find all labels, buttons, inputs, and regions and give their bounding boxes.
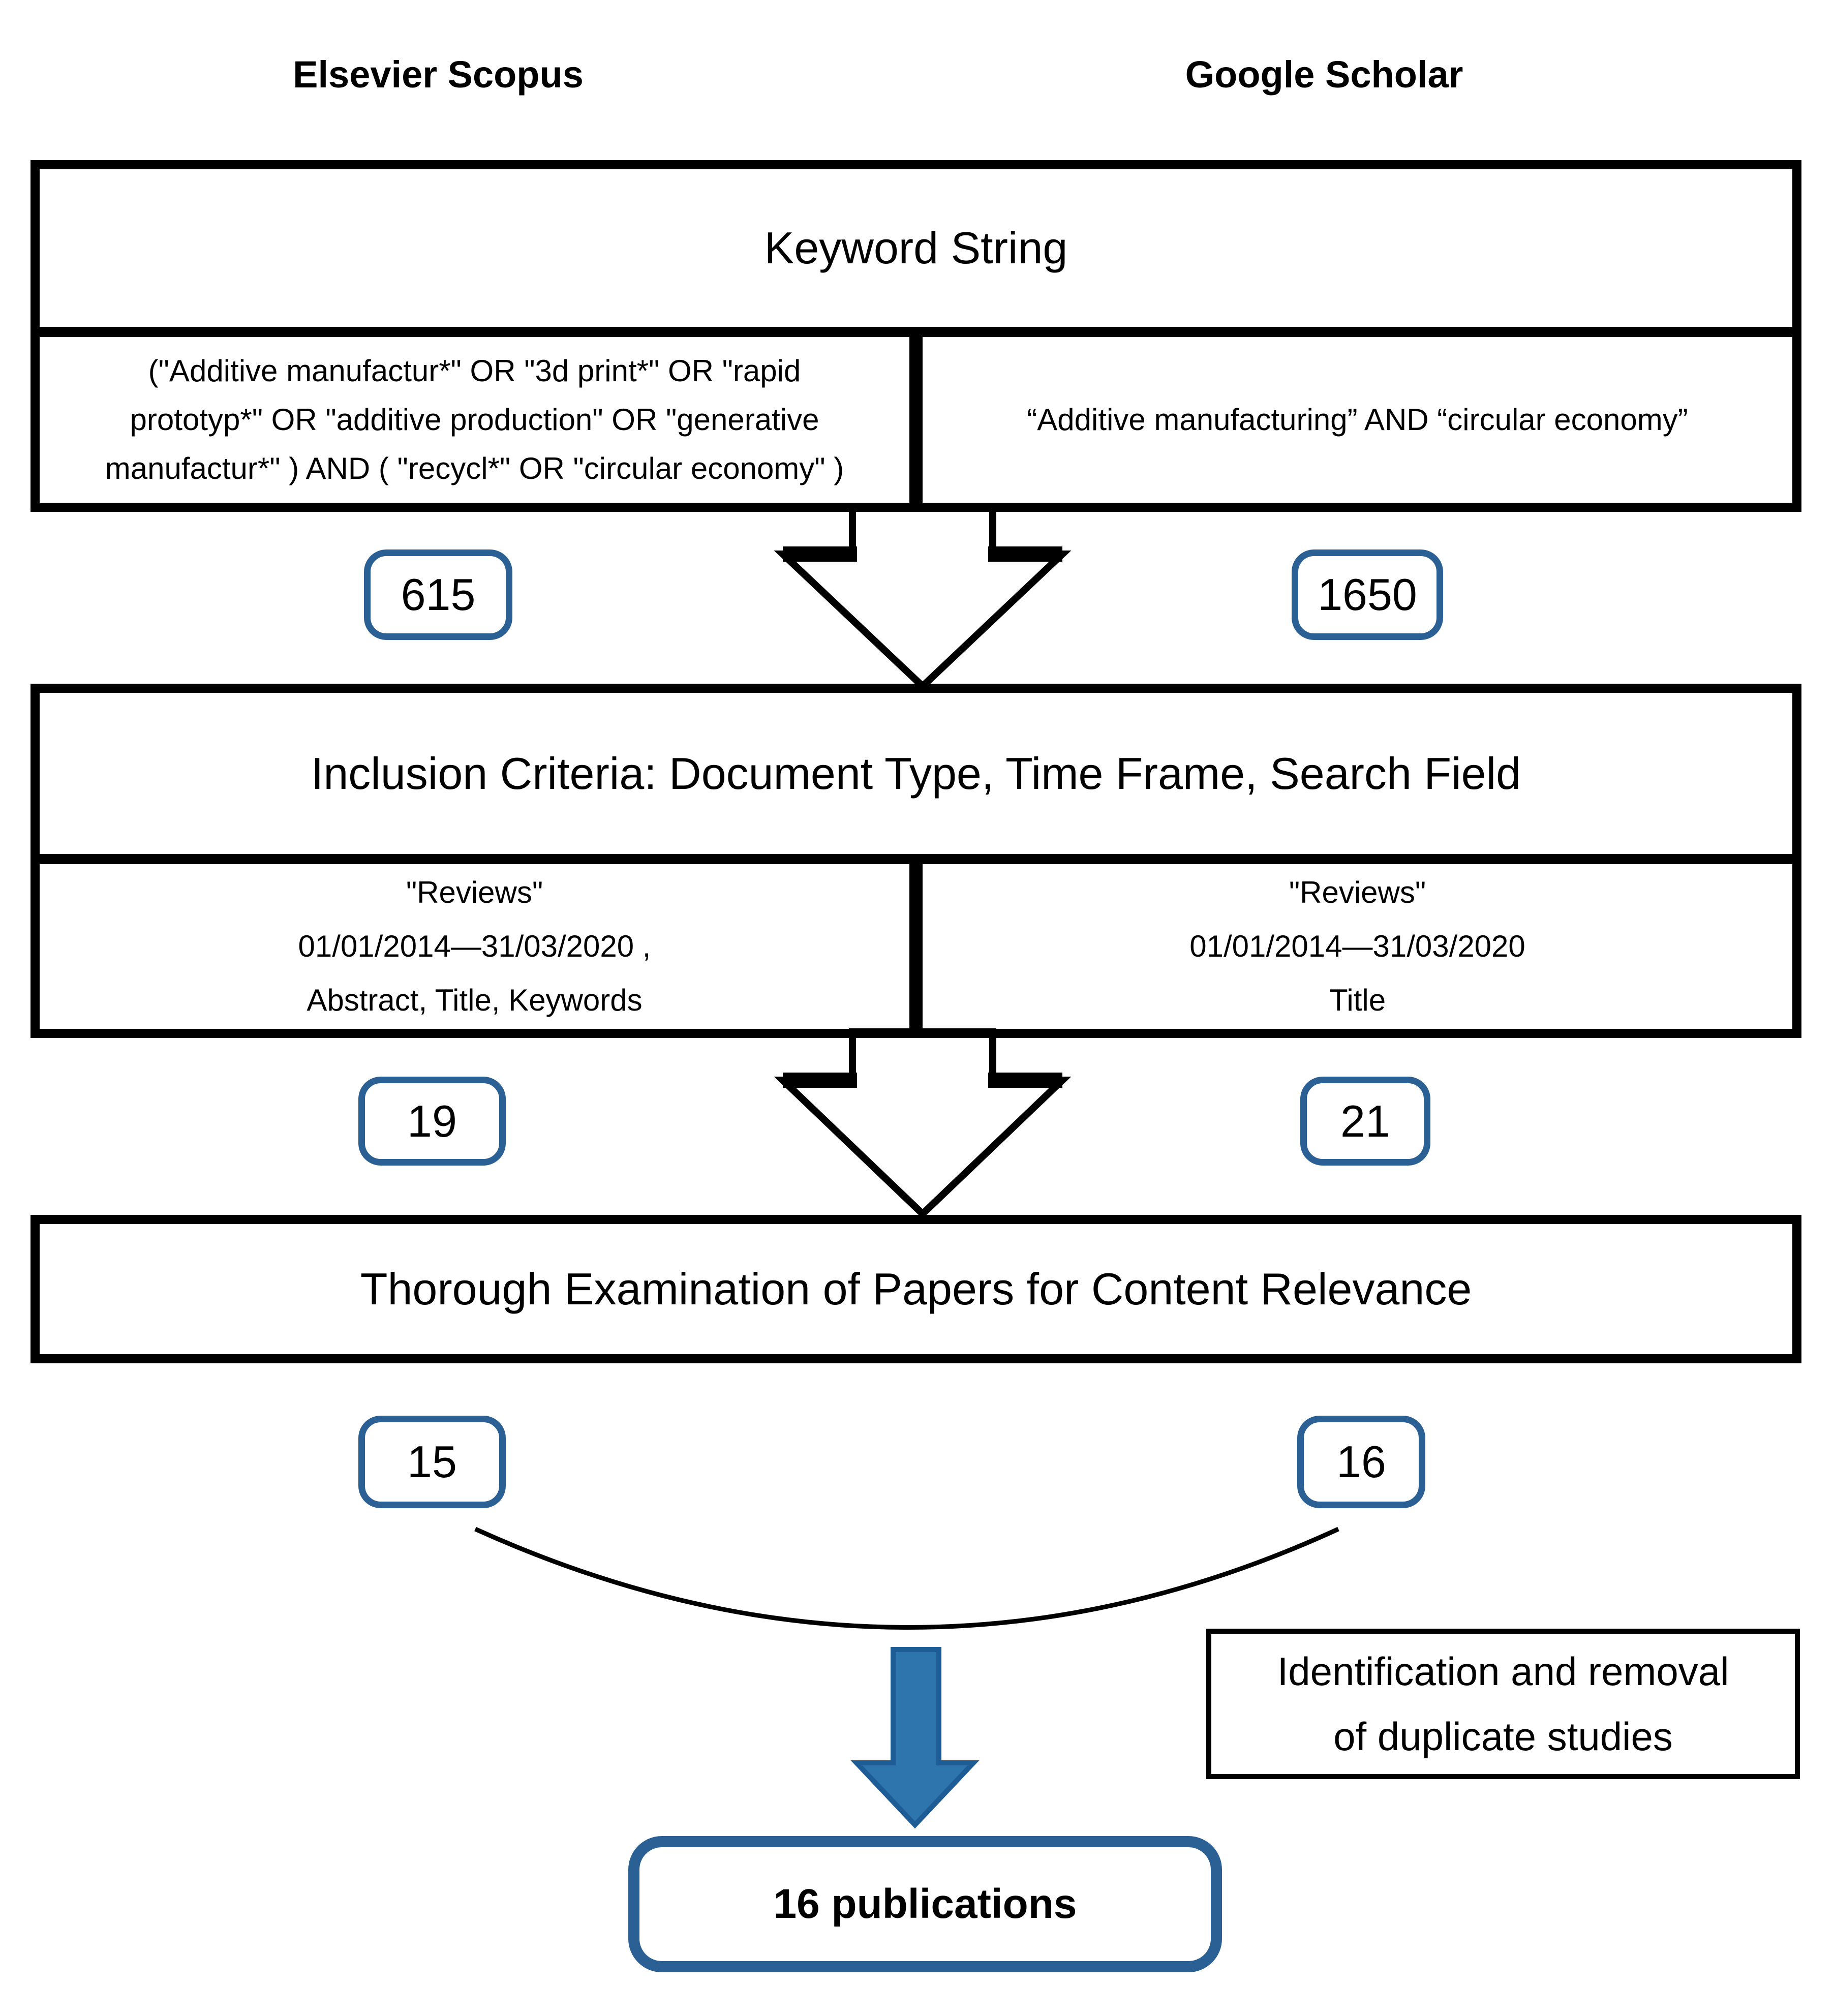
scopus-inclusion-count: 19 — [407, 1095, 457, 1146]
merge-arrow-icon — [850, 1647, 980, 1829]
scopus-keyword-count-badge: 615 — [364, 549, 512, 640]
scopus-query-line-1: ("Additive manufactur*" OR "3d print*" O… — [148, 354, 801, 388]
google-criteria-line-3: Title — [1329, 983, 1386, 1017]
google-examination-count-badge: 16 — [1297, 1416, 1425, 1508]
final-publications-label: 16 publications — [773, 1881, 1077, 1927]
google-keyword-count-badge: 1650 — [1292, 549, 1443, 640]
google-query-line: “Additive manufacturing” AND “circular e… — [1027, 403, 1688, 437]
deduplication-note-line-1: Identification and removal — [1277, 1649, 1729, 1694]
keyword-string-cells: ("Additive manufactur*" OR "3d print*" O… — [40, 337, 1792, 503]
examination-box: Thorough Examination of Papers for Conte… — [30, 1215, 1801, 1363]
column-header-scopus: Elsevier Scopus — [293, 53, 584, 96]
inclusion-criteria-box: Inclusion Criteria: Document Type, Time … — [30, 684, 1801, 1038]
deduplication-note-line-2: of duplicate studies — [1333, 1714, 1673, 1759]
down-arrow-1-icon — [774, 503, 1072, 691]
scopus-keyword-count: 615 — [401, 569, 476, 620]
scopus-examination-count: 15 — [407, 1437, 457, 1487]
keyword-string-box: Keyword String ("Additive manufactur*" O… — [30, 160, 1801, 512]
column-header-google: Google Scholar — [1185, 53, 1463, 96]
google-examination-count: 16 — [1336, 1437, 1386, 1487]
down-arrow-2-icon — [774, 1028, 1072, 1219]
keyword-string-title: Keyword String — [40, 169, 1792, 337]
scopus-query-line-3: manufactur*" ) AND ( "recycl*" OR "circu… — [105, 451, 844, 485]
scopus-criteria-line-1: "Reviews" — [406, 875, 543, 909]
scopus-inclusion-count-badge: 19 — [358, 1077, 506, 1166]
scopus-criteria-cell: "Reviews" 01/01/2014—31/03/2020 , Abstra… — [40, 864, 923, 1029]
google-inclusion-count: 21 — [1340, 1095, 1390, 1146]
examination-title: Thorough Examination of Papers for Conte… — [360, 1264, 1472, 1314]
google-criteria-cell: "Reviews" 01/01/2014—31/03/2020 Title — [923, 864, 1792, 1029]
inclusion-criteria-title: Inclusion Criteria: Document Type, Time … — [40, 693, 1792, 864]
scopus-criteria-line-2: 01/01/2014—31/03/2020 , — [298, 929, 651, 963]
google-query-cell: “Additive manufacturing” AND “circular e… — [923, 337, 1792, 503]
scopus-criteria-line-3: Abstract, Title, Keywords — [307, 983, 643, 1017]
google-criteria-line-1: "Reviews" — [1289, 875, 1426, 909]
scopus-examination-count-badge: 15 — [358, 1416, 506, 1508]
merge-curve — [474, 1526, 1339, 1630]
scopus-query-cell: ("Additive manufactur*" OR "3d print*" O… — [40, 337, 923, 503]
google-criteria-line-2: 01/01/2014—31/03/2020 — [1189, 929, 1525, 963]
final-publications-box: 16 publications — [628, 1836, 1222, 1972]
google-inclusion-count-badge: 21 — [1300, 1077, 1430, 1166]
deduplication-note-box: Identification and removal of duplicate … — [1206, 1629, 1800, 1779]
scopus-query-line-2: prototyp*" OR "additive production" OR "… — [130, 403, 819, 437]
google-keyword-count: 1650 — [1318, 569, 1417, 620]
inclusion-criteria-cells: "Reviews" 01/01/2014—31/03/2020 , Abstra… — [40, 864, 1792, 1029]
